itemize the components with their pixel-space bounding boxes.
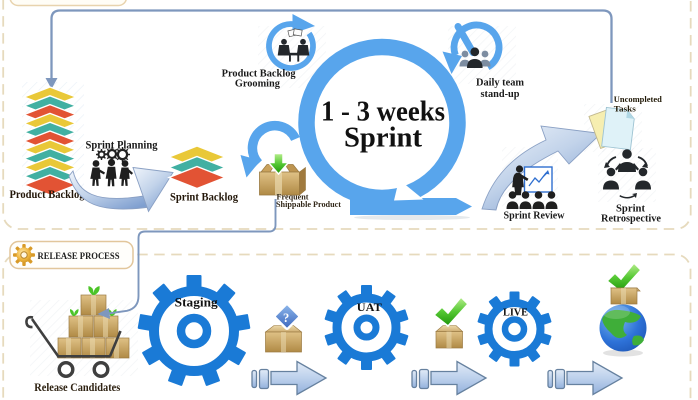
svg-text:Release Candidates: Release Candidates	[34, 382, 120, 394]
svg-text:Sprint Backlog: Sprint Backlog	[170, 190, 238, 204]
svg-text:1 - 3 weeks: 1 - 3 weeks	[321, 96, 445, 128]
svg-text:Tasks: Tasks	[614, 105, 636, 114]
svg-text:Retrospective: Retrospective	[601, 213, 661, 225]
svg-text:Sprint: Sprint	[616, 203, 645, 215]
svg-text:stand-up: stand-up	[481, 88, 520, 100]
svg-text:Shippable Product: Shippable Product	[276, 199, 341, 209]
svg-text:?: ?	[283, 311, 289, 325]
svg-text:RELEASE PROCESS: RELEASE PROCESS	[38, 251, 120, 261]
svg-text:Product Backlog: Product Backlog	[10, 189, 85, 201]
svg-text:Daily team: Daily team	[476, 77, 524, 89]
svg-text:Product Backlog: Product Backlog	[222, 68, 296, 80]
svg-text:Sprint Planning: Sprint Planning	[86, 139, 158, 151]
svg-text:LIVE: LIVE	[503, 307, 528, 319]
svg-text:Staging: Staging	[175, 296, 219, 310]
svg-text:Frequent: Frequent	[277, 192, 309, 202]
svg-text:Sprint Review: Sprint Review	[504, 210, 565, 222]
svg-text:Grooming: Grooming	[235, 78, 280, 90]
svg-text:Sprint: Sprint	[344, 122, 422, 154]
svg-text:UAT: UAT	[357, 302, 382, 314]
svg-text:Uncompleted: Uncompleted	[614, 95, 662, 104]
